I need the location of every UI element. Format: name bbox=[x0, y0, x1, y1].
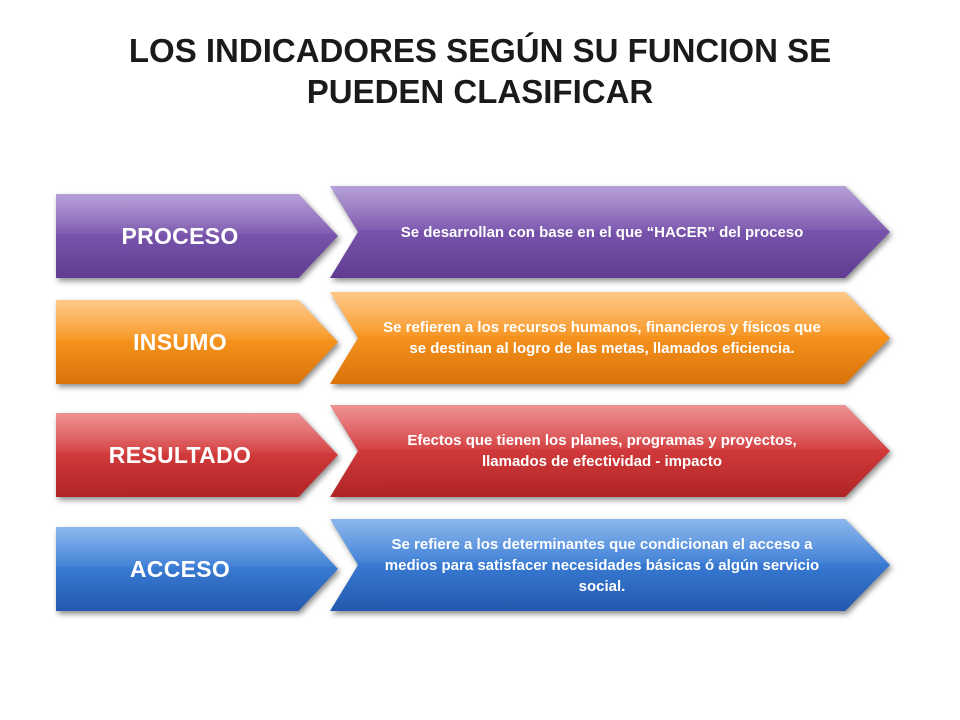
indicator-description: Se desarrollan con base en el que “HACER… bbox=[400, 223, 804, 241]
indicator-description-chevron: Se desarrollan con base en el que “HACER… bbox=[330, 186, 890, 278]
slide-title-line-1: LOS INDICADORES SEGÚN SU FUNCION SE bbox=[128, 32, 832, 69]
indicator-label-chevron: INSUMO bbox=[56, 300, 338, 384]
indicator-description: Efectos que tienen los planes, programas… bbox=[407, 432, 797, 470]
indicator-row-insumo: INSUMO Se refieren a los recursos humano… bbox=[0, 292, 960, 392]
indicator-label-chevron: RESULTADO bbox=[56, 413, 338, 497]
indicator-description-chevron: Efectos que tienen los planes, programas… bbox=[330, 405, 890, 497]
indicator-row-acceso: ACCESO Se refiere a los determinantes qu… bbox=[0, 519, 960, 619]
indicator-row-resultado: RESULTADO Efectos que tienen los planes,… bbox=[0, 405, 960, 505]
indicator-description: Se refiere a los determinantes que condi… bbox=[384, 535, 820, 595]
indicator-description-chevron: Se refiere a los determinantes que condi… bbox=[330, 519, 890, 611]
indicator-description-chevron: Se refieren a los recursos humanos, fina… bbox=[330, 292, 890, 384]
indicator-label: RESULTADO bbox=[108, 441, 252, 468]
indicator-label: ACCESO bbox=[129, 555, 231, 582]
slide-title: LOS INDICADORES SEGÚN SU FUNCION SE PUED… bbox=[60, 30, 900, 112]
indicator-description: Se refieren a los recursos humanos, fina… bbox=[383, 319, 821, 357]
indicator-row-proceso: PROCESO Se desarrollan con base en el qu… bbox=[0, 186, 960, 286]
slide-title-line-2: PUEDEN CLASIFICAR bbox=[306, 73, 654, 110]
indicator-label-chevron: ACCESO bbox=[56, 527, 338, 611]
indicator-label: PROCESO bbox=[121, 222, 239, 249]
indicator-label: INSUMO bbox=[133, 328, 227, 355]
indicator-label-chevron: PROCESO bbox=[56, 194, 338, 278]
